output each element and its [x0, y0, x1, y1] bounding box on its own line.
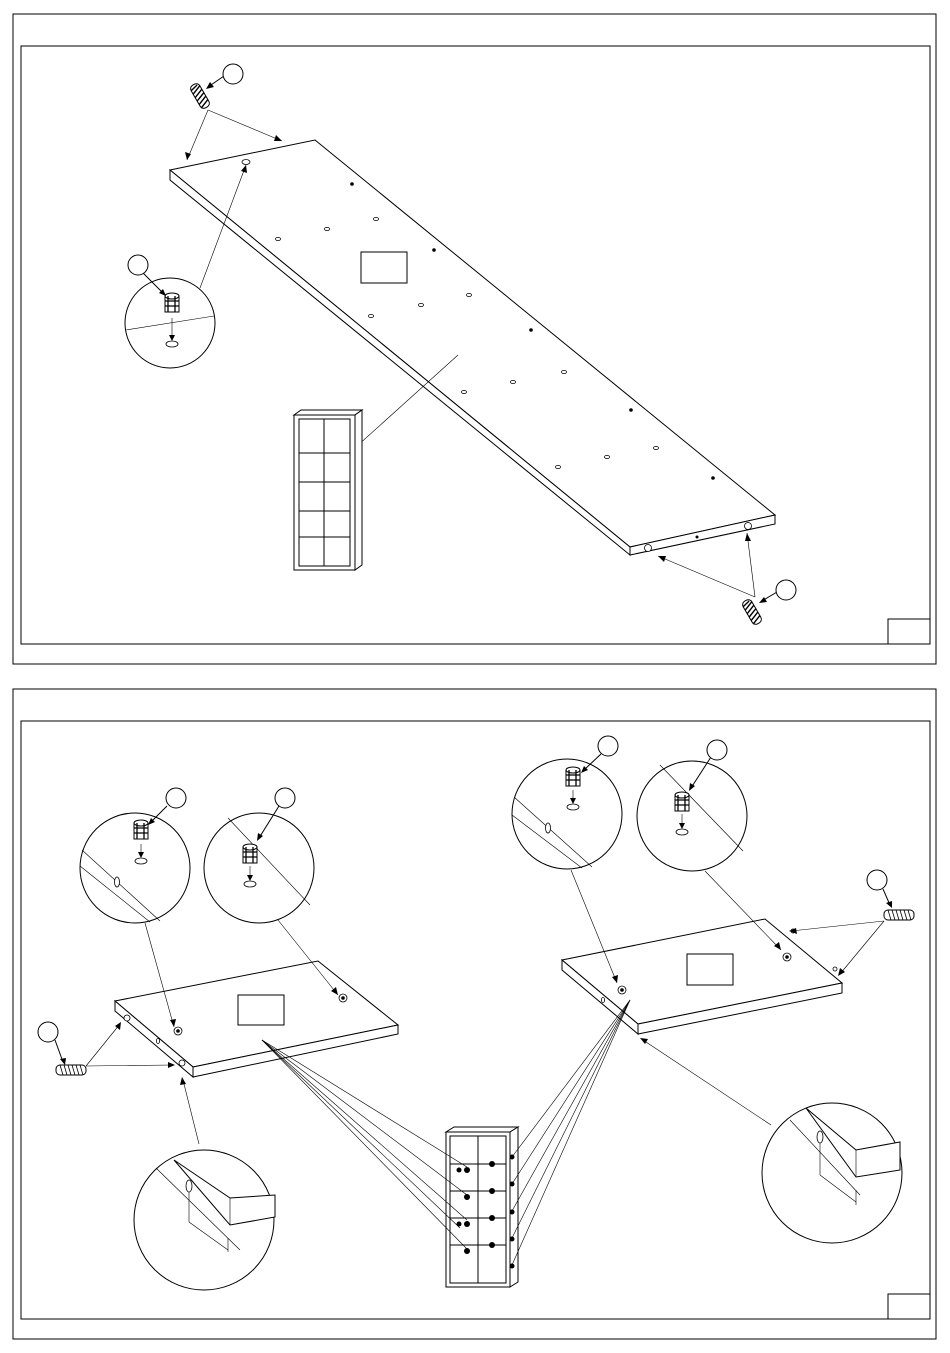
- cabinet-thumbnail-bottom: [446, 1127, 518, 1287]
- cam-lock-detail-callout-right-1: [512, 736, 622, 869]
- part-number-circle-6: [598, 736, 618, 756]
- part-number-circle-5: [275, 788, 295, 808]
- cam-lock-detail-callout: [125, 255, 215, 368]
- cabinet-thumbnail-top: [294, 410, 362, 570]
- dowel-icon: [56, 1065, 86, 1075]
- part-number-circle-7: [707, 740, 727, 760]
- part-number-circle-4: [166, 788, 186, 808]
- part-number-circle-8: [38, 1022, 58, 1042]
- panel-label-box-right: [687, 954, 733, 985]
- part-number-circle-2: [776, 580, 796, 600]
- dowel-icon: [884, 910, 914, 920]
- edge-detail-callout-left: [134, 1077, 275, 1290]
- long-panel: [170, 140, 775, 555]
- dowel-callout-line-bottom: [759, 580, 796, 603]
- cam-lock-detail-callout-left-1: [80, 788, 190, 923]
- cam-lock-icon: [165, 293, 179, 312]
- part-number-circle-9: [867, 870, 887, 890]
- cam-lock-detail-callout-left-2: [204, 788, 314, 923]
- cam-lock-detail-callout-right-2: [637, 740, 747, 871]
- left-shelf-panel: [115, 961, 398, 1077]
- part-number-circle-1: [223, 64, 243, 84]
- edge-detail-callout-right: [640, 1038, 902, 1243]
- step-number-box-top: [888, 619, 930, 644]
- step-number-box-bottom: [888, 1294, 930, 1319]
- cam-lock-icon: [566, 767, 580, 786]
- cam-lock-icon: [243, 844, 257, 863]
- right-shelf-panel: [562, 919, 842, 1034]
- dowel-callout-line-top: [206, 64, 243, 89]
- panel-label-box-left: [238, 995, 284, 1025]
- part-number-circle-3: [128, 255, 148, 275]
- cam-lock-icon: [134, 820, 148, 839]
- cam-lock-icon: [675, 792, 689, 811]
- panel-label-box-top: [361, 252, 407, 283]
